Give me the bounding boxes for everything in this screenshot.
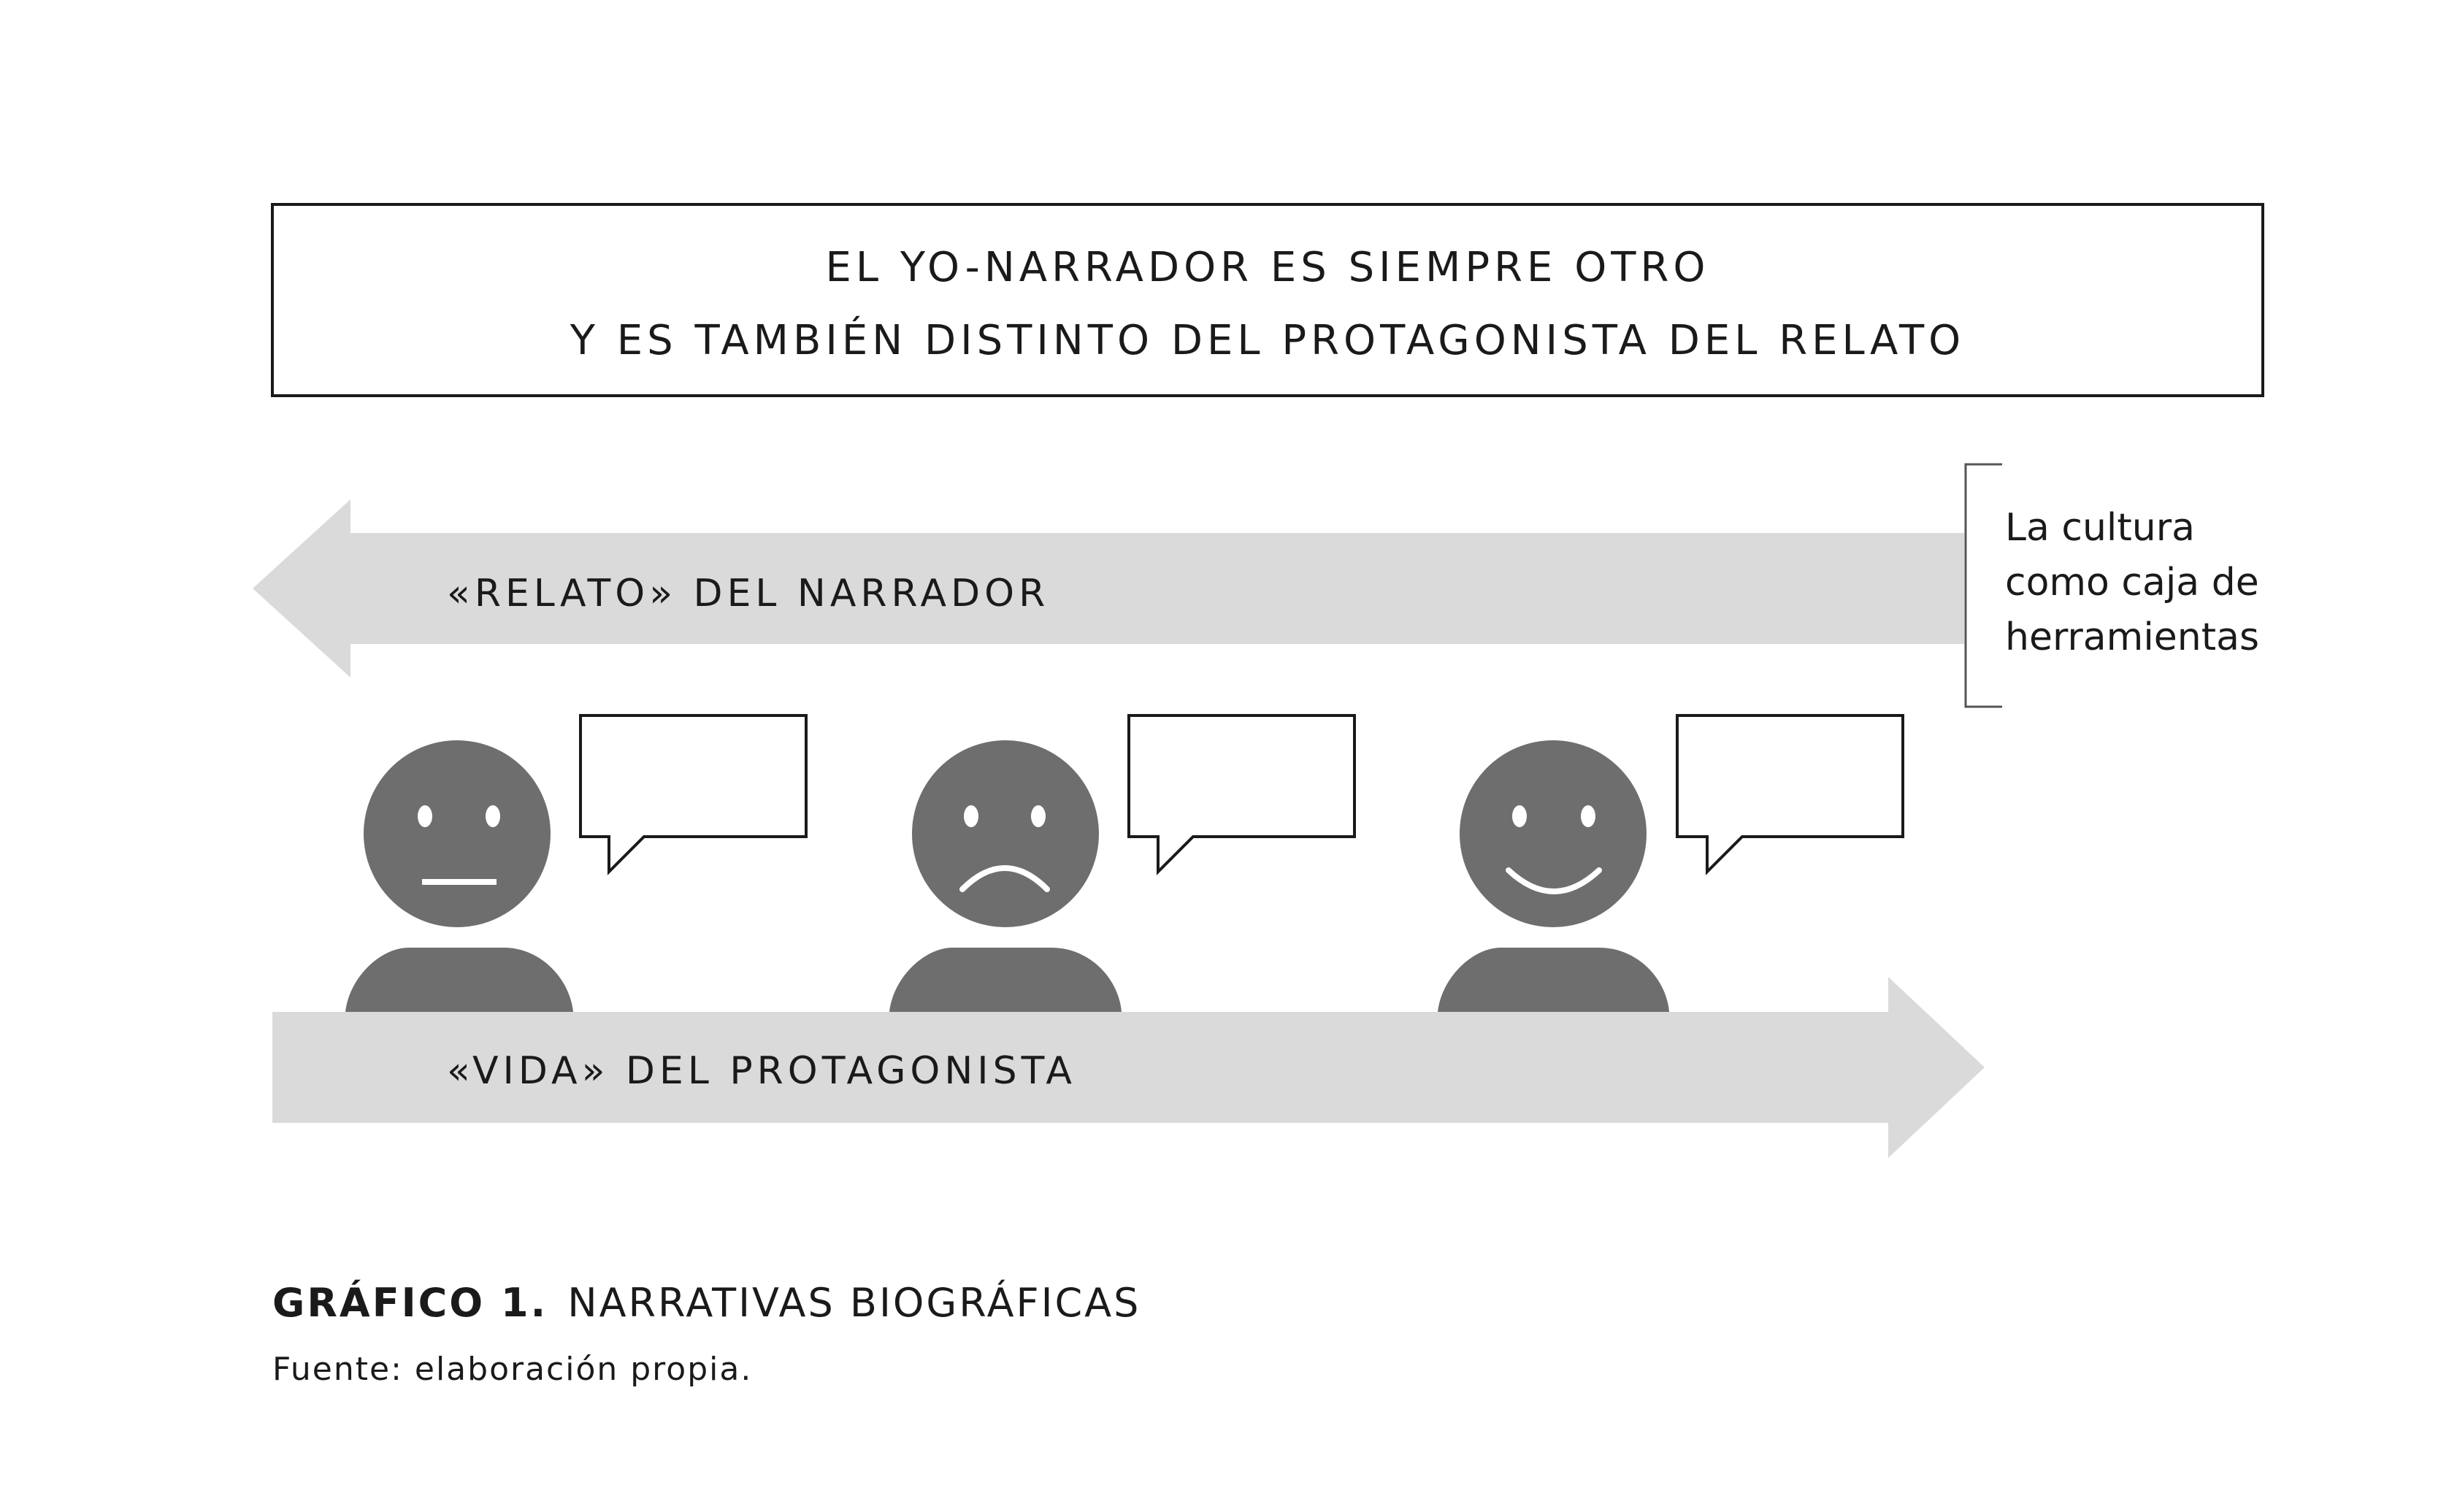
figure-caption: GRÁFICO 1. NARRATIVAS BIOGRÁFICAS Fuente… (272, 1280, 1141, 1388)
person-sad-eye-left (964, 805, 978, 827)
person-happy (1438, 714, 1904, 1012)
caption-title-line: GRÁFICO 1. NARRATIVAS BIOGRÁFICAS (272, 1280, 1141, 1326)
person-happy-eye-left (1512, 805, 1527, 827)
side-note: La cultura como caja de herramientas (1964, 463, 2259, 708)
person-neutral-eye-right (486, 805, 500, 827)
person-sad-mouth (959, 865, 1050, 892)
vida-arrow-shape (272, 977, 1985, 1158)
person-happy-body (1438, 948, 1669, 1012)
person-sad-head (912, 740, 1099, 927)
person-sad (889, 714, 1356, 1012)
caption-number: GRÁFICO 1. (272, 1280, 548, 1326)
caption-source: Fuente: elaboración propia. (272, 1351, 752, 1388)
person-happy-eye-right (1581, 805, 1595, 827)
speech-bubble-3 (1676, 714, 1904, 875)
speech-bubble-1 (579, 714, 808, 875)
header-box: EL YO-NARRADOR ES SIEMPRE OTRO Y ES TAMB… (271, 203, 2264, 397)
side-note-bracket (1964, 463, 2002, 708)
person-happy-head (1460, 740, 1647, 927)
person-sad-eye-right (1031, 805, 1046, 827)
person-neutral (345, 714, 808, 1012)
person-neutral-head (364, 740, 551, 927)
header-line-2: Y ES TAMBIÉN DISTINTO DEL PROTAGONISTA D… (570, 317, 1965, 364)
person-sad-body (889, 948, 1122, 1012)
header-line-1: EL YO-NARRADOR ES SIEMPRE OTRO (826, 244, 1710, 291)
vida-arrow-label: «VIDA» DEL PROTAGONISTA (447, 1049, 1076, 1093)
side-note-line-1: La cultura (2005, 506, 2195, 550)
vida-arrow: «VIDA» DEL PROTAGONISTA (272, 977, 1985, 1158)
person-neutral-body (345, 948, 573, 1012)
side-note-line-3: herramientas (2005, 615, 2259, 659)
speech-bubble-2 (1127, 714, 1356, 875)
side-note-line-2: como caja de (2005, 561, 2259, 605)
person-neutral-eye-left (418, 805, 432, 827)
relato-arrow-label: «RELATO» DEL NARRADOR (447, 572, 1049, 615)
caption-title: NARRATIVAS BIOGRÁFICAS (567, 1280, 1141, 1326)
relato-arrow: «RELATO» DEL NARRADOR (253, 499, 1964, 678)
header-box-frame (271, 203, 2264, 397)
relato-arrow-shape (253, 499, 1964, 678)
person-happy-mouth (1506, 867, 1602, 894)
